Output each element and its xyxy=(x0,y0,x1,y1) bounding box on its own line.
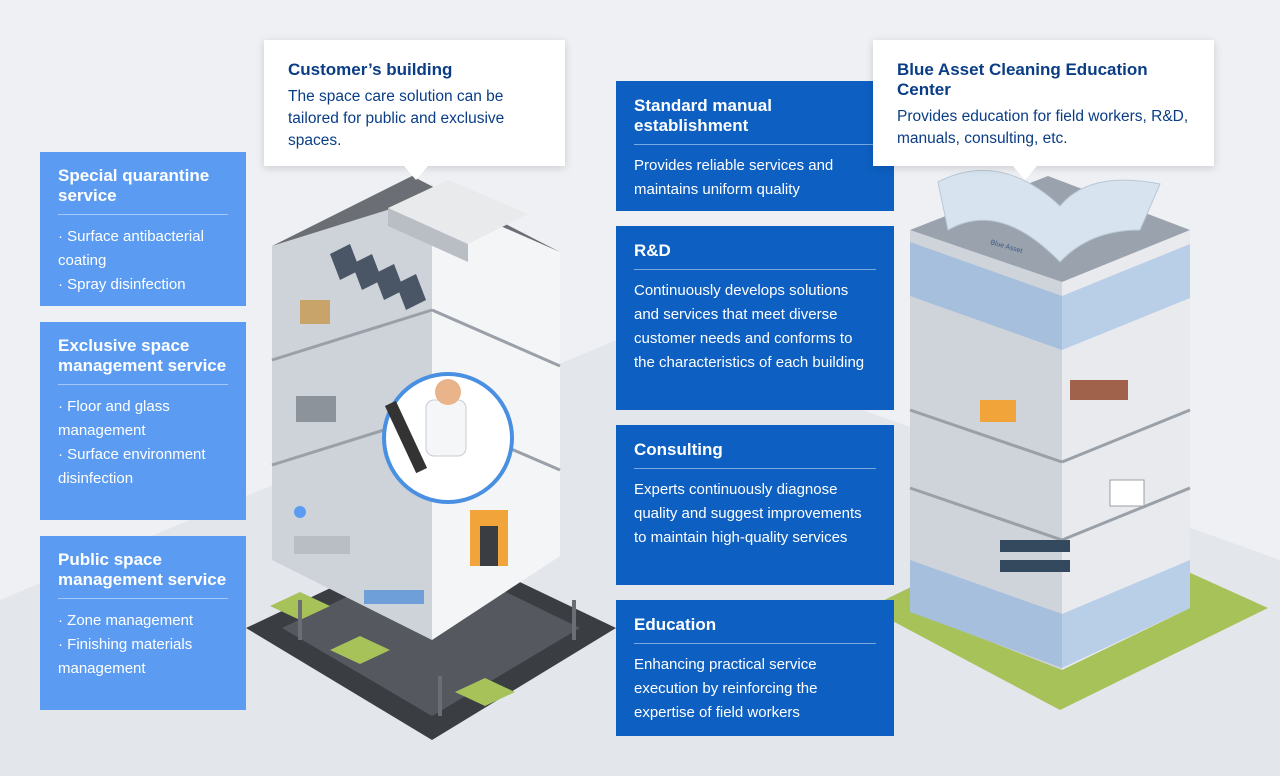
feature-card-standard-manual: Standard manual establishment Provides r… xyxy=(616,81,894,211)
meeting-table xyxy=(1070,380,1128,400)
floor-line xyxy=(271,308,433,362)
feature-title: R&D xyxy=(634,241,876,270)
roof-unit-side xyxy=(388,208,468,262)
classroom-desks xyxy=(1000,560,1070,572)
service-card-public-space: Public space management service · Zone m… xyxy=(40,536,246,710)
service-item: · Floor and glass management xyxy=(58,398,170,439)
customer-building-callout: Customer’s building The space care solut… xyxy=(264,40,565,180)
feature-card-rnd: R&D Continuously develops solutions and … xyxy=(616,226,894,410)
lamp-post xyxy=(438,676,442,716)
feature-title: Consulting xyxy=(634,440,876,469)
callout-tail xyxy=(1013,166,1037,180)
feature-card-education: Education Enhancing practical service ex… xyxy=(616,600,894,736)
callout-tail xyxy=(404,166,428,180)
office-desk xyxy=(296,396,336,422)
whiteboard xyxy=(1109,479,1145,507)
worker-figure xyxy=(425,399,467,457)
service-item: · Surface antibacterial coating xyxy=(58,228,204,269)
lobby-sofa xyxy=(364,590,424,604)
service-title: Public space management service xyxy=(58,550,228,599)
callout-description: The space care solution can be tailored … xyxy=(288,88,505,149)
classroom-desks xyxy=(1000,540,1070,552)
service-item: · Surface environment disinfection xyxy=(58,446,206,487)
service-title: Special quarantine service xyxy=(58,166,228,215)
solar-panels xyxy=(330,244,426,310)
service-item: · Zone management xyxy=(58,612,194,629)
glass-band xyxy=(910,242,1062,350)
feature-title: Standard manual establishment xyxy=(634,96,876,145)
center-right-wall xyxy=(1062,230,1190,670)
glass-band xyxy=(910,560,1062,668)
lamp-post xyxy=(298,600,302,640)
feature-description: Enhancing practical service execution by… xyxy=(634,656,818,721)
feature-card-consulting: Consulting Experts continuously diagnose… xyxy=(616,425,894,585)
reception-desk xyxy=(294,536,350,554)
feature-description: Experts continuously diagnose quality an… xyxy=(634,481,862,546)
floor-line xyxy=(1061,408,1191,464)
education-building-illustration xyxy=(909,169,1191,670)
callout-description: Provides education for field workers, R&… xyxy=(897,108,1189,147)
floor-line xyxy=(909,408,1063,464)
callout-title: Customer’s building xyxy=(288,60,453,79)
wall-clock xyxy=(294,506,306,518)
floor-line xyxy=(909,486,1063,542)
service-item: · Finishing materials management xyxy=(58,636,193,677)
service-card-special-quarantine: Special quarantine service · Surface ant… xyxy=(40,152,246,306)
worker-head xyxy=(435,379,461,405)
service-card-exclusive-space: Exclusive space management service · Flo… xyxy=(40,322,246,520)
work-mat xyxy=(980,400,1016,422)
customer-roof xyxy=(272,176,560,252)
feature-description: Continuously develops solutions and serv… xyxy=(634,282,865,371)
grass-patch xyxy=(330,636,390,664)
service-title: Exclusive space management service xyxy=(58,336,228,385)
feature-description: Provides reliable services and maintains… xyxy=(634,157,834,198)
floor-line xyxy=(1061,486,1191,542)
feature-title: Education xyxy=(634,615,876,644)
education-center-callout: Blue Asset Cleaning Education Center Pro… xyxy=(873,40,1214,180)
callout-title: Blue Asset Cleaning Education Center xyxy=(897,60,1148,99)
glass-band xyxy=(1062,560,1190,668)
cleaning-tool xyxy=(384,400,428,474)
gate-opening xyxy=(480,526,498,566)
roof-unit xyxy=(388,180,528,244)
glass-band xyxy=(1062,244,1190,350)
customer-building-illustration xyxy=(271,176,576,716)
lamp-post xyxy=(572,600,576,640)
grass-patch xyxy=(455,678,515,706)
floor-line xyxy=(431,308,561,368)
cabinet xyxy=(300,300,330,324)
service-item: · Spray disinfection xyxy=(58,276,186,293)
